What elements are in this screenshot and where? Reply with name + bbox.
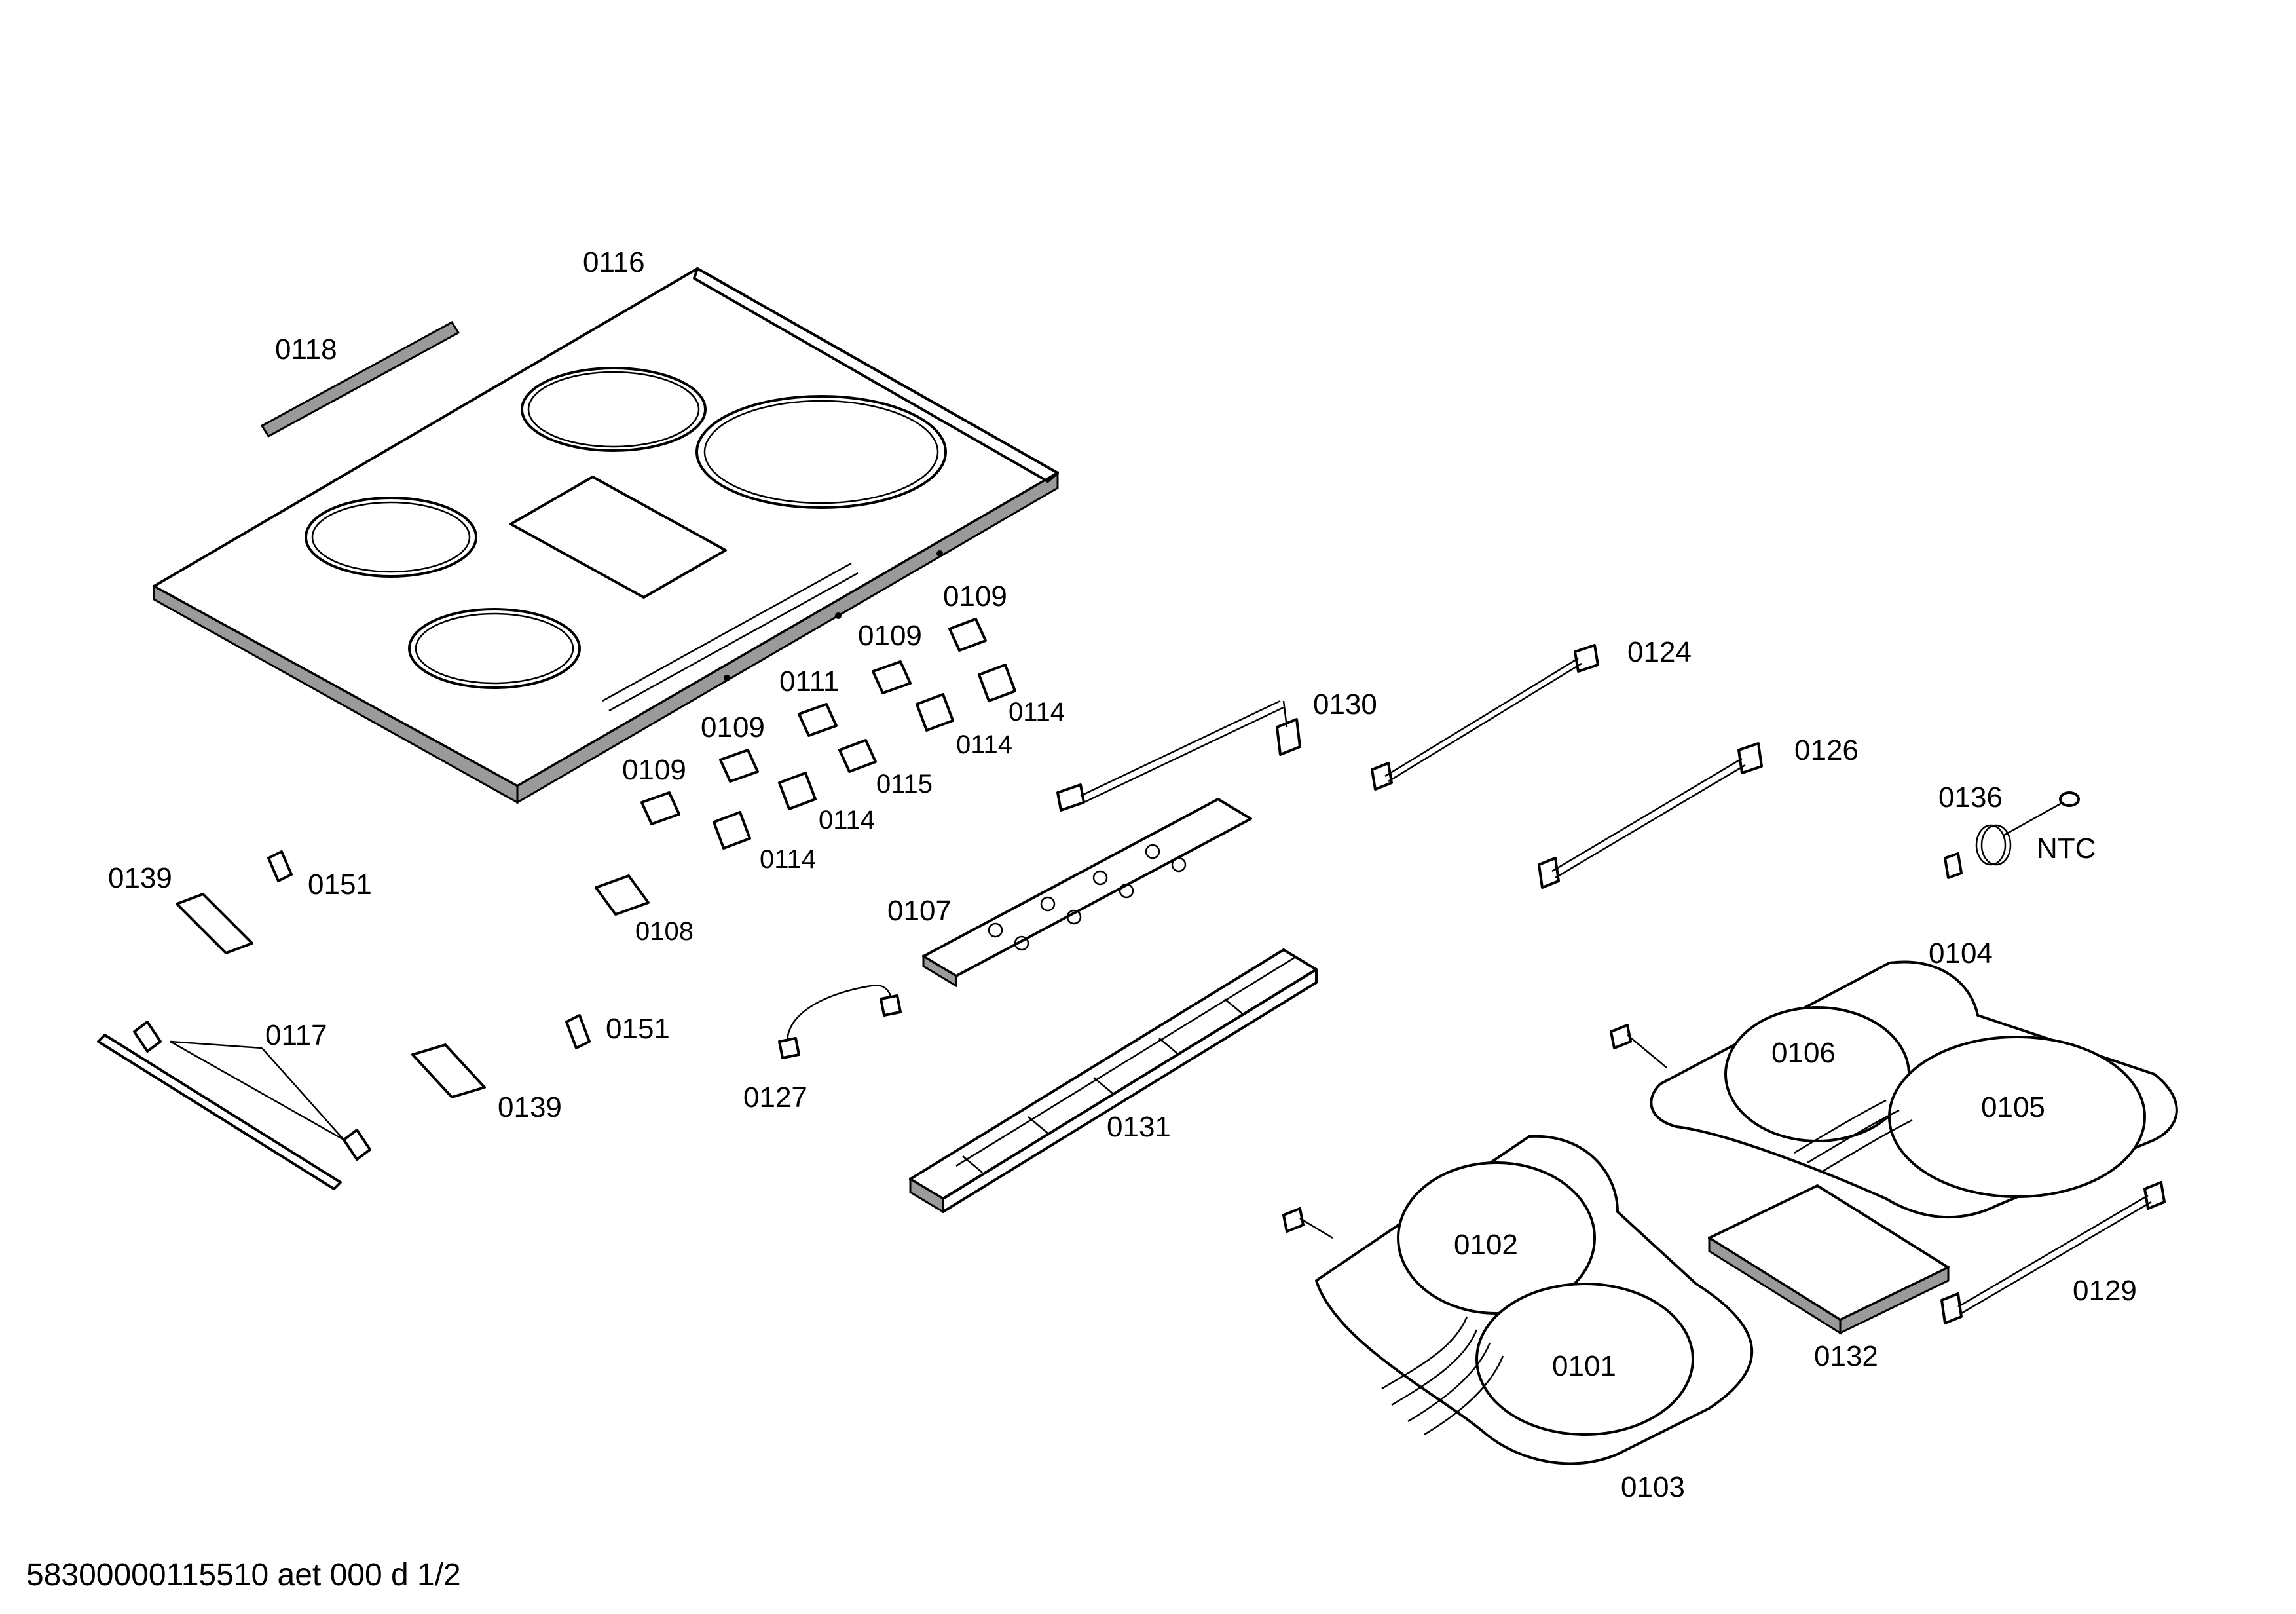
label-0124: 0124 [1627, 636, 1692, 668]
label-0151-b: 0151 [606, 1013, 670, 1045]
cooktop-glass-0116 [153, 267, 1059, 804]
coil-0106 [1724, 1006, 1910, 1142]
label-0151-a: 0151 [308, 869, 372, 901]
label-0129: 0129 [2073, 1275, 2137, 1307]
part-labels: 0116 0118 0109 0109 0109 0109 0111 0114 … [108, 246, 2137, 1503]
label-0118: 0118 [275, 333, 337, 366]
coil-wires-0104 [1794, 1099, 1913, 1174]
knob-0109-d [640, 791, 680, 825]
label-0109-d: 0109 [622, 754, 686, 786]
cable-0124 [1371, 644, 1599, 791]
label-0109-c: 0109 [701, 711, 765, 743]
label-0136: 0136 [1938, 781, 2003, 814]
cable-0129 [1940, 1181, 2166, 1324]
label-0131: 0131 [1107, 1111, 1171, 1143]
label-0116: 0116 [583, 246, 645, 278]
label-0101: 0101 [1552, 1350, 1616, 1382]
label-0126: 0126 [1794, 734, 1859, 766]
label-0114-c: 0114 [819, 806, 875, 835]
rail-0117 [97, 1021, 371, 1190]
bracket-0139-a [176, 893, 253, 954]
knob-0114-b [916, 693, 954, 732]
label-0105: 0105 [1981, 1091, 2045, 1123]
label-0104: 0104 [1929, 937, 1993, 969]
knob-0109-c [719, 749, 759, 783]
cable-0130 [1056, 700, 1301, 812]
shield-plate-0132 [1708, 1184, 1950, 1335]
label-0103: 0103 [1621, 1471, 1685, 1503]
label-0114-d: 0114 [760, 845, 816, 874]
label-0139-b: 0139 [498, 1091, 562, 1123]
knob-0108 [595, 874, 650, 916]
label-0130: 0130 [1313, 688, 1377, 721]
coil-0105 [1888, 1036, 2146, 1198]
bracket-0139-b [411, 1043, 486, 1098]
label-0115: 0115 [876, 770, 933, 798]
document-id: 58300000115510 aet 000 d 1/2 [26, 1558, 461, 1592]
label-ntc: NTC [2037, 833, 2096, 865]
cable-0126 [1538, 742, 1763, 889]
label-0108: 0108 [635, 917, 694, 946]
coil-0102 [1397, 1161, 1596, 1315]
control-board-0107 [922, 798, 1252, 988]
seal-strip-0118 [260, 321, 460, 438]
knob-0115 [838, 739, 877, 773]
label-0114-b: 0114 [956, 730, 1012, 759]
label-0107: 0107 [887, 895, 952, 927]
cable-0127 [778, 984, 902, 1059]
label-0117: 0117 [265, 1019, 327, 1051]
label-0132: 0132 [1814, 1340, 1878, 1372]
label-0111: 0111 [779, 666, 839, 698]
label-0127: 0127 [743, 1081, 807, 1114]
knob-0114-c [778, 772, 817, 810]
knob-0109-a [948, 618, 987, 652]
coil-0101 [1475, 1283, 1694, 1436]
sensor-ntc-0136 [1944, 791, 2080, 879]
clip-0151-b [565, 1014, 591, 1049]
label-0109-a: 0109 [943, 580, 1007, 612]
label-0102: 0102 [1454, 1229, 1518, 1261]
label-0109-b: 0109 [858, 620, 922, 652]
label-0106: 0106 [1771, 1037, 1836, 1069]
knob-0109-b [872, 660, 912, 694]
label-0114-a: 0114 [1009, 698, 1065, 726]
coil-wires-0103 [1381, 1316, 1504, 1436]
knob-0114-a [978, 664, 1016, 702]
clip-0151-a [267, 850, 293, 882]
knob-0114-d [713, 811, 751, 850]
frame-0131 [909, 948, 1318, 1214]
label-0139-a: 0139 [108, 862, 172, 894]
knob-0111 [798, 703, 838, 737]
